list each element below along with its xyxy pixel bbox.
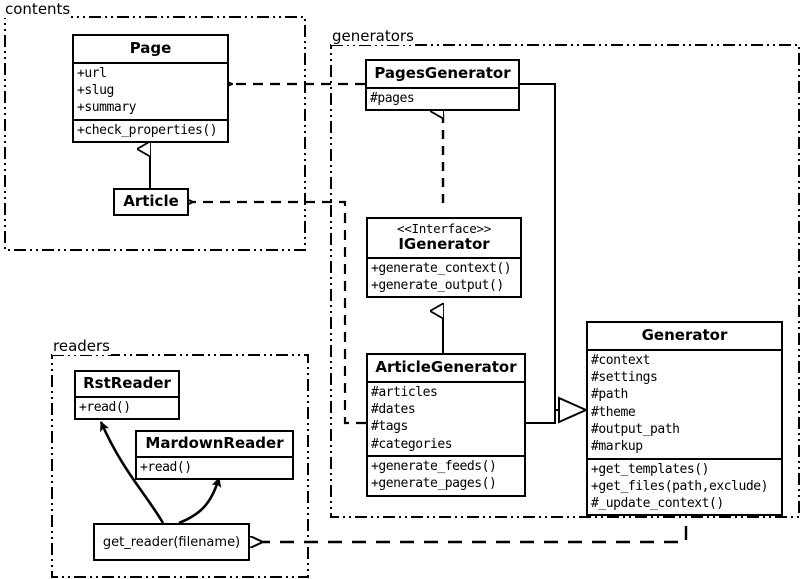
class-title-page: Page (129, 39, 172, 57)
class-operations-generator: +get_templates() +get_files(path,exclude… (588, 457, 781, 515)
attribute-url: +url (77, 65, 107, 81)
operation-check-properties: +check_properties() (77, 122, 218, 138)
class-title-generator: Generator (641, 326, 728, 344)
class-box-generator[interactable]: Generator #context #settings #path #them… (586, 321, 783, 517)
class-attributes-articlegenerator: #articles #dates #tags #categories (368, 380, 524, 455)
connector-articlegenerator-inherits-generator (526, 409, 561, 424)
attribute-pages: #pages (370, 90, 415, 106)
connector-articlegenerator-uses-article (193, 202, 366, 425)
class-operations-rstreader: +read() (76, 395, 178, 418)
class-operations-articlegenerator: +generate_feeds() +generate_pages() (368, 454, 524, 495)
class-box-articlegenerator[interactable]: ArticleGenerator #articles #dates #tags … (366, 353, 526, 497)
attribute-path: #path (591, 387, 628, 403)
operation-mardownreader-read: +read() (140, 459, 192, 475)
class-stereotype-igenerator: <<Interface>> (397, 221, 491, 236)
class-operations-igenerator: +generate_context() +generate_output() (368, 256, 520, 297)
connector-pagesgenerator-inherits-generator (520, 83, 561, 411)
class-name-igenerator: IGenerator (398, 235, 490, 253)
operation-generate-context: +generate_context() (371, 260, 512, 276)
class-attributes-generator: #context #settings #path #theme #output_… (588, 348, 781, 458)
attribute-output-path: #output_path (591, 421, 680, 437)
attribute-settings: #settings (591, 370, 658, 386)
class-operations-page: +check_properties() (74, 118, 227, 141)
attribute-categories: #categories (371, 436, 453, 452)
attribute-theme: #theme (591, 404, 636, 420)
inheritance-triangle-generator (558, 396, 589, 424)
package-label-generators: generators (331, 27, 415, 45)
class-title-pagesgenerator: PagesGenerator (374, 64, 511, 82)
class-box-mardownreader[interactable]: MardownReader +read() (135, 430, 294, 481)
class-box-page[interactable]: Page +url +slug +summary +check_properti… (72, 34, 229, 143)
operation-generate-pages: +generate_pages() (371, 476, 497, 492)
class-box-pagesgenerator[interactable]: PagesGenerator #pages (365, 59, 520, 112)
class-title-rstreader: RstReader (83, 374, 171, 392)
attribute-context: #context (591, 352, 651, 368)
attribute-tags: #tags (371, 419, 408, 435)
class-box-rstreader[interactable]: RstReader +read() (74, 370, 180, 421)
attribute-slug: +slug (77, 83, 114, 99)
class-title-igenerator: <<Interface>> IGenerator (368, 219, 520, 257)
function-box-get-reader[interactable]: get_reader(filename) (93, 523, 250, 561)
class-attributes-page: +url +slug +summary (74, 61, 227, 119)
attribute-articles: #articles (371, 384, 438, 400)
operation-generate-output: +generate_output() (371, 278, 504, 294)
class-title-mardownreader: MardownReader (145, 434, 284, 452)
attribute-markup: #markup (591, 439, 643, 455)
class-title-article: Article (123, 192, 179, 210)
attribute-dates: #dates (371, 402, 416, 418)
attribute-summary: +summary (77, 100, 137, 116)
class-operations-mardownreader: +read() (137, 455, 292, 478)
class-box-article[interactable]: Article (113, 188, 189, 216)
operation-get-files: +get_files(path,exclude) (591, 478, 769, 494)
package-label-readers: readers (52, 337, 111, 355)
class-title-articlegenerator: ArticleGenerator (375, 358, 517, 376)
package-label-contents: contents (4, 0, 72, 18)
connector-get-reader-creates-mardownreader (178, 477, 222, 525)
function-label-get-reader: get_reader(filename) (102, 534, 241, 550)
operation-get-templates: +get_templates() (591, 461, 710, 477)
operation-generate-feeds: +generate_feeds() (371, 458, 497, 474)
operation-update-context: #_update_context() (591, 496, 724, 512)
class-attributes-pagesgenerator: #pages (367, 86, 518, 109)
operation-rstreader-read: +read() (79, 399, 131, 415)
class-box-igenerator[interactable]: <<Interface>> IGenerator +generate_conte… (366, 217, 522, 299)
